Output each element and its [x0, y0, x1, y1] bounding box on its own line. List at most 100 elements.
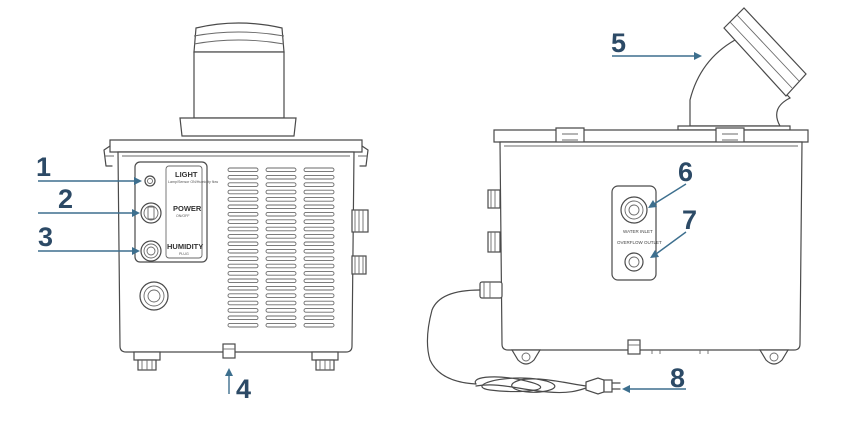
callout-2: 2: [58, 184, 73, 214]
vent-slot: [227, 226, 259, 232]
vent-slot: [303, 234, 335, 239]
side-left-connectors: [479, 189, 503, 299]
vent-slot: [303, 278, 335, 284]
vent-slot: [303, 226, 335, 232]
side-view-unit: WATER INLET OVERFLOW OUTLET: [426, 7, 809, 395]
water-inlet: [620, 196, 648, 224]
vent-slot: [227, 219, 259, 224]
callout-5: 5: [611, 28, 626, 58]
callout-6: 6: [678, 157, 693, 187]
vent-slot: [265, 241, 297, 247]
vent-slot: [227, 278, 259, 284]
power-label: POWER: [173, 204, 202, 213]
vent-slot: [227, 300, 259, 306]
vent-slot: [227, 167, 259, 173]
callout-numbers: 1 2 3 4 5 6 7 8: [36, 28, 697, 404]
vent-slot: [227, 263, 259, 269]
vent-slot: [265, 256, 297, 261]
front-feet: [133, 343, 339, 371]
vent-slot: [303, 182, 335, 187]
vent-slot: [265, 174, 297, 180]
vent-slot: [265, 315, 297, 321]
side-duct: [677, 7, 807, 131]
vent-slot: [265, 278, 297, 284]
vent-slot: [303, 197, 335, 202]
vent-slot: [265, 322, 297, 328]
light-indicator: [144, 175, 156, 187]
vent-slot: [265, 271, 297, 276]
vent-slot: [303, 322, 335, 328]
front-view-unit: LIGHT Lamp/Sensor ON/Humidity flow POWER…: [103, 22, 369, 371]
power-cable: [426, 289, 587, 394]
overflow-outlet: [624, 252, 644, 272]
vent-slot: [227, 241, 259, 247]
vent-slot: [303, 248, 335, 254]
side-lid: [493, 129, 809, 143]
light-sub-label: Lamp/Sensor ON/Humidity flow: [168, 180, 219, 184]
vent-slot: [227, 271, 259, 276]
vent-slot: [227, 211, 259, 217]
vent-slot: [265, 308, 297, 313]
front-duct: [179, 22, 297, 137]
power-plug: [585, 377, 621, 395]
vent-slot: [265, 219, 297, 224]
vent-slot: [265, 226, 297, 232]
humidity-knob[interactable]: [140, 240, 162, 262]
vent-slot: [303, 293, 335, 298]
front-lid: [109, 139, 363, 153]
light-label: LIGHT: [175, 170, 198, 179]
vent-slot: [303, 241, 335, 247]
vent-slot: [227, 256, 259, 261]
vent-slot: [303, 189, 335, 195]
vent-slot: [303, 211, 335, 217]
vent-slot: [303, 204, 335, 210]
vent-slot: [265, 285, 297, 291]
vent-slot: [303, 285, 335, 291]
vent-slot: [227, 322, 259, 328]
overflow-outlet-label: OVERFLOW OUTLET: [617, 240, 662, 245]
front-cable-gland: [139, 281, 169, 311]
vent-slot: [227, 174, 259, 180]
side-feet: [510, 339, 790, 365]
callout-arrows: [38, 52, 702, 394]
vent-slot: [227, 248, 259, 254]
vent-slot: [227, 285, 259, 291]
vent-slot: [303, 174, 335, 180]
vent-slot: [303, 167, 335, 173]
callout-1: 1: [36, 152, 51, 182]
callout-7: 7: [682, 205, 697, 235]
vent-slot: [227, 182, 259, 187]
power-switch[interactable]: [140, 202, 162, 224]
humidity-sub-label: PLUG: [179, 252, 189, 256]
vent-slot: [227, 315, 259, 321]
vent-slot: [265, 293, 297, 298]
callout-8: 8: [670, 363, 685, 393]
vent-slot: [227, 293, 259, 298]
vent-slot: [265, 263, 297, 269]
vent-slot: [227, 189, 259, 195]
vent-slot: [265, 234, 297, 239]
vent-slot: [265, 211, 297, 217]
vent-slot: [303, 219, 335, 224]
front-right-connectors: [351, 209, 369, 275]
vent-slot: [265, 248, 297, 254]
vent-slot: [303, 256, 335, 261]
callout-4: 4: [236, 374, 251, 404]
vent-slot: [303, 308, 335, 313]
vent-slot: [303, 263, 335, 269]
vent-slot: [265, 167, 297, 173]
vent-slot: [303, 315, 335, 321]
vent-slot: [265, 189, 297, 195]
vent-slot: [227, 308, 259, 313]
vent-slot: [227, 204, 259, 210]
vent-slot: [303, 300, 335, 306]
water-inlet-label: WATER INLET: [623, 229, 653, 234]
vent-slot: [265, 204, 297, 210]
vent-slot: [265, 197, 297, 202]
vent-slot: [265, 300, 297, 306]
humidity-label: HUMIDITY: [167, 242, 203, 251]
vent-slot: [227, 197, 259, 202]
vent-slot: [227, 234, 259, 239]
